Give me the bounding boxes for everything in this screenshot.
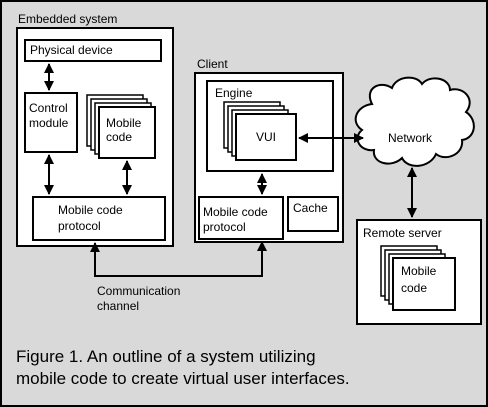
channel-label-line2: channel xyxy=(97,299,140,313)
embedded-mobile-code-label-line2: code xyxy=(106,130,133,144)
client-protocol-label-line1: Mobile code xyxy=(203,205,268,219)
client-protocol-box xyxy=(198,196,284,240)
remote-mobile-code-label-line1: Mobile xyxy=(401,264,437,278)
embedded-protocol-label-line1: Mobile code xyxy=(58,203,123,217)
embedded-system-title: Embedded system xyxy=(18,12,118,26)
channel-label-line1: Communication xyxy=(97,284,181,298)
remote-mobile-code-stack xyxy=(380,245,456,311)
remote-server-box xyxy=(356,219,482,325)
physical-device-box xyxy=(24,39,162,62)
embedded-mobile-code-stack xyxy=(86,94,156,159)
client-title: Client xyxy=(197,57,228,71)
remote-mobile-code-label-line2: code xyxy=(401,281,428,295)
embedded-protocol-box xyxy=(32,196,166,241)
communication-channel-line xyxy=(90,241,267,277)
engine-label: Engine xyxy=(215,86,253,100)
figure-caption-line2: mobile code to create virtual user inter… xyxy=(16,369,350,388)
vui-label: VUI xyxy=(256,130,277,144)
embedded-system-box xyxy=(16,27,174,247)
embedded-protocol-label-line2: protocol xyxy=(58,219,101,233)
embedded-mobile-code-label-line1: Mobile xyxy=(106,116,142,130)
connectors xyxy=(44,63,417,277)
cache-box xyxy=(287,196,339,232)
client-box xyxy=(194,72,344,243)
vui-stack xyxy=(223,101,297,161)
control-module-label-line1: Control xyxy=(29,101,68,115)
remote-server-title: Remote server xyxy=(363,226,442,240)
network-cloud xyxy=(354,76,475,167)
control-module-box xyxy=(24,92,78,153)
network-label: Network xyxy=(388,131,433,145)
physical-device-label: Physical device xyxy=(30,43,113,57)
cache-label: Cache xyxy=(293,201,328,215)
client-protocol-label-line2: protocol xyxy=(203,220,246,234)
figure-caption-line1: Figure 1. An outline of a system utilizi… xyxy=(16,347,316,366)
control-module-label-line2: module xyxy=(29,116,69,130)
